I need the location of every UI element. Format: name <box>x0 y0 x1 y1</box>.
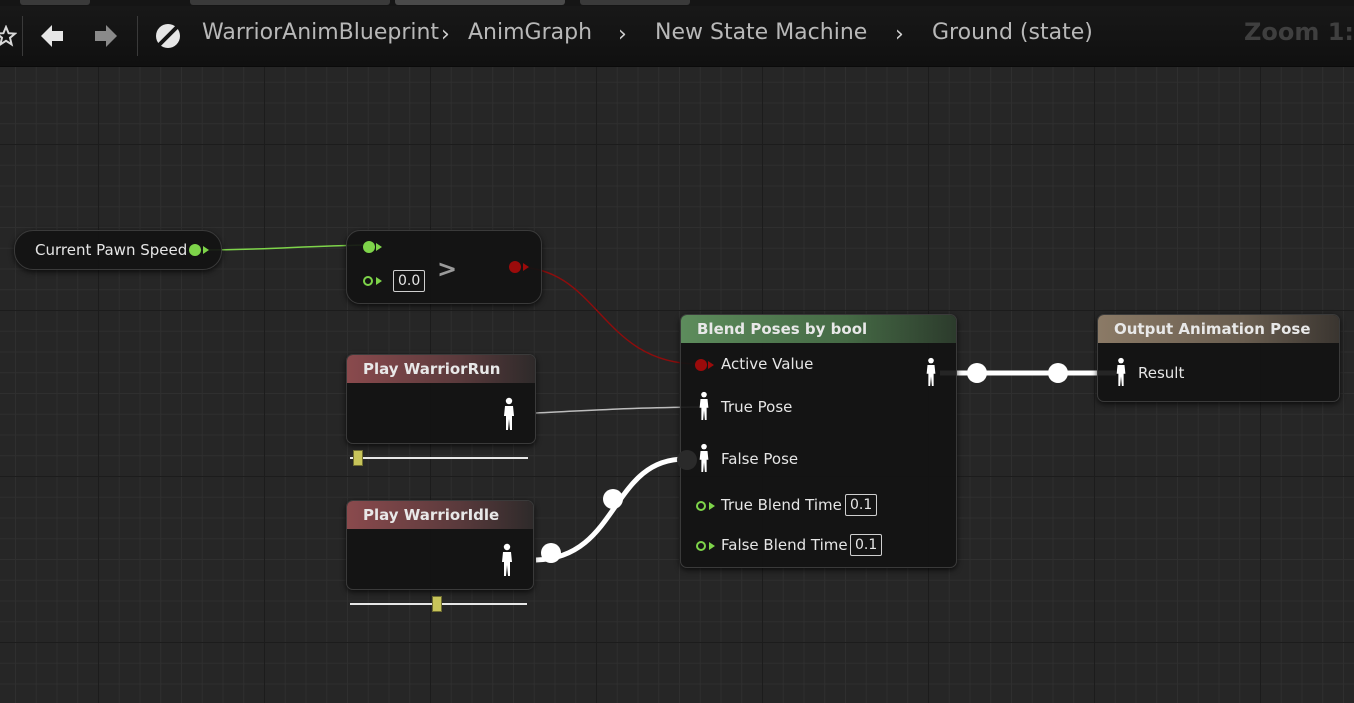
tab-strip <box>0 0 1354 6</box>
false-blend-time-label: False Blend Time <box>721 536 848 554</box>
pin-arrow-icon <box>203 246 209 254</box>
play-rate-slider-knob[interactable] <box>353 450 364 466</box>
node-title: Play WarriorIdle <box>347 501 533 529</box>
true-pose-label: True Pose <box>721 398 793 416</box>
input-pin-b[interactable] <box>363 276 373 286</box>
output-pin-bool[interactable] <box>509 261 521 273</box>
chevron-right-icon: › <box>618 22 627 47</box>
pose-output-pin-icon[interactable] <box>501 397 517 431</box>
pin-arrow-icon <box>523 263 529 271</box>
tab[interactable] <box>190 0 390 5</box>
breadcrumb-item-state[interactable]: Ground (state) <box>932 20 1093 45</box>
separator <box>22 16 23 56</box>
variable-label: Current Pawn Speed <box>35 241 188 259</box>
output-pin[interactable] <box>189 244 201 256</box>
active-value-label: Active Value <box>721 355 814 373</box>
false-blend-time-input[interactable]: 0.1 <box>850 534 883 556</box>
false-pose-label: False Pose <box>721 450 799 468</box>
blueprint-icon <box>156 24 180 48</box>
favorite-button[interactable] <box>0 6 20 66</box>
breadcrumb-item-animgraph[interactable]: AnimGraph <box>468 20 593 45</box>
chevron-right-icon: › <box>441 22 450 47</box>
breadcrumb-item-state-machine[interactable]: New State Machine <box>655 20 868 45</box>
pose-output-pin-icon[interactable] <box>499 543 515 577</box>
node-compare-greater[interactable]: 0.0 > <box>346 230 542 304</box>
pin-arrow-icon <box>709 502 715 510</box>
active-value-pin[interactable] <box>695 359 707 371</box>
back-button[interactable] <box>36 6 68 66</box>
result-label: Result <box>1138 364 1185 382</box>
true-blend-time-pin[interactable] <box>696 501 706 511</box>
arrow-left-icon <box>41 25 63 47</box>
zoom-level: Zoom 1: <box>1243 18 1354 46</box>
node-title: Output Animation Pose <box>1098 315 1339 343</box>
false-pose-pin-socket[interactable] <box>677 450 697 470</box>
tab[interactable] <box>580 0 690 5</box>
tab[interactable] <box>395 0 565 5</box>
play-rate-slider-knob[interactable] <box>431 596 442 612</box>
star-icon <box>0 25 17 47</box>
play-rate-slider[interactable] <box>350 457 528 459</box>
pin-arrow-icon <box>376 243 382 251</box>
pin-arrow-icon <box>376 277 382 285</box>
chevron-right-icon: › <box>895 22 904 47</box>
node-current-pawn-speed[interactable]: Current Pawn Speed <box>14 230 222 270</box>
node-play-warrior-run[interactable]: Play WarriorRun <box>346 354 536 444</box>
true-blend-time-input[interactable]: 0.1 <box>845 494 878 516</box>
result-pin-icon[interactable] <box>1114 357 1128 387</box>
b-value-input[interactable]: 0.0 <box>393 270 426 292</box>
operator-label: > <box>437 255 458 283</box>
node-play-warrior-idle[interactable]: Play WarriorIdle <box>346 500 534 590</box>
node-title: Play WarriorRun <box>347 355 535 383</box>
node-blend-poses-by-bool[interactable]: Blend Poses by bool Active Value True Po… <box>677 314 957 568</box>
breadcrumb-item-blueprint[interactable]: WarriorAnimBlueprint <box>202 20 440 45</box>
false-blend-time-pin[interactable] <box>696 541 706 551</box>
node-title: Blend Poses by bool <box>681 315 956 343</box>
arrow-right-icon <box>95 25 117 47</box>
breadcrumb-bar: WarriorAnimBlueprint › AnimGraph › New S… <box>0 6 1354 67</box>
node-output-animation-pose[interactable]: Output Animation Pose Result <box>1097 314 1340 402</box>
forward-button[interactable] <box>90 6 122 66</box>
pose-output-pin-icon[interactable] <box>924 357 938 387</box>
input-pin-a[interactable] <box>363 241 375 253</box>
tab[interactable] <box>20 0 90 5</box>
true-pose-pin-icon[interactable] <box>697 391 711 421</box>
true-blend-time-label: True Blend Time <box>721 496 842 514</box>
false-pose-pin-icon[interactable] <box>697 443 711 473</box>
pin-arrow-icon <box>708 361 714 369</box>
blueprint-icon-button[interactable] <box>152 6 184 66</box>
separator <box>137 16 138 56</box>
pin-arrow-icon <box>709 542 715 550</box>
